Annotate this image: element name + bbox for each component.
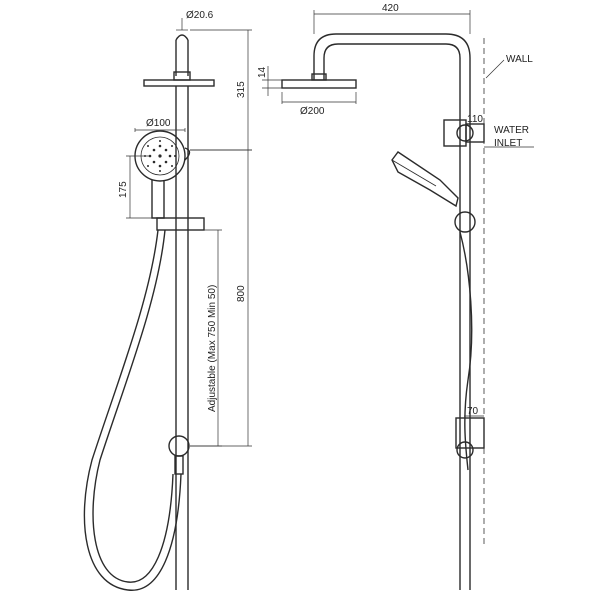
side-hand-shower-detail	[391, 159, 437, 187]
lower-rail-bracket	[168, 435, 190, 457]
handset-height-label: 175	[118, 181, 129, 198]
rail-length-label: 800	[236, 285, 247, 302]
hand-shower-diverter	[184, 147, 191, 161]
side-slider	[454, 211, 476, 233]
head-thickness-label: 14	[257, 66, 268, 78]
flexible-hose-inner	[92, 229, 174, 583]
pipe-diameter-label: Ø20.6	[186, 10, 214, 21]
wall-label: WALL	[506, 54, 533, 65]
lower-bracket-knob	[456, 441, 474, 459]
lower-wall-bracket	[455, 417, 485, 449]
reach-label: 420	[382, 3, 399, 14]
overhead-to-head-label: 315	[236, 81, 247, 98]
side-shower-head	[281, 79, 357, 89]
water-inlet-bracket	[443, 119, 467, 147]
hand-shower-handle	[151, 180, 165, 219]
side-hose	[459, 231, 473, 471]
wall-leader	[485, 59, 505, 79]
flexible-hose-outer	[83, 229, 182, 591]
head-diameter-label: Ø200	[300, 106, 325, 117]
handset-diameter-label: Ø100	[146, 118, 171, 129]
adjustable-label: Adjustable (Max 750 Min 50)	[207, 285, 218, 412]
bracket-offset-label: 70	[467, 406, 479, 417]
overhead-shower-head	[143, 79, 215, 87]
water-inlet-knob	[456, 124, 474, 142]
water-inlet-line2: INLET	[494, 138, 522, 149]
lower-rail-stem	[174, 455, 184, 475]
riser-top-cap	[175, 34, 189, 41]
side-view: 420 14 Ø200 WALL 110 WATER INLET 70	[257, 3, 534, 590]
sliding-bracket	[156, 217, 205, 231]
overhead-arm-outer	[313, 33, 471, 590]
overhead-arm-inner	[323, 43, 461, 590]
water-inlet-line1: WATER	[494, 125, 529, 136]
side-hand-shower	[391, 151, 459, 208]
hand-shower-nozzles	[144, 140, 176, 172]
inlet-offset-label: 110	[467, 114, 483, 125]
front-view: Ø20.6 315 Ø100 175 Adjustable (Max 750 M…	[83, 10, 252, 591]
